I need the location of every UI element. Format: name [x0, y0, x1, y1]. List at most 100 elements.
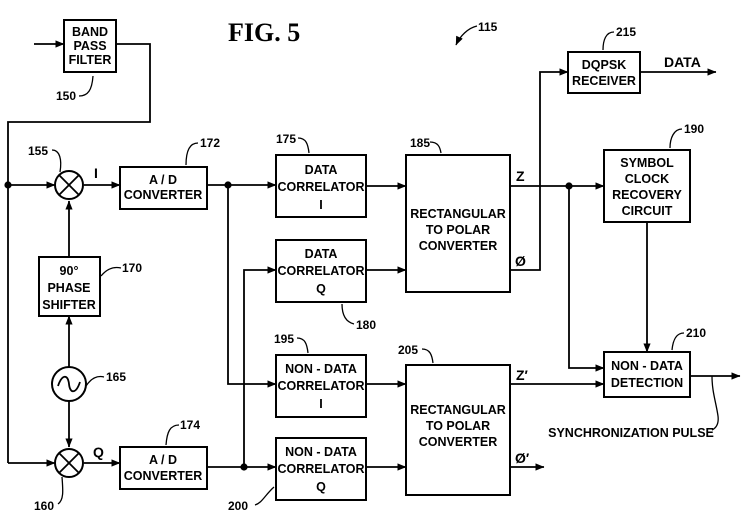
svg-text:90°: 90° — [60, 264, 79, 278]
ref-210-leader — [672, 333, 684, 350]
svg-text:A / D: A / D — [149, 453, 177, 467]
ref-115-pointer — [456, 26, 477, 45]
svg-text:DQPSK: DQPSK — [582, 58, 626, 72]
oscillator — [52, 367, 86, 401]
wire-i-to-nondata-corr-i — [228, 185, 276, 384]
ref-165-leader — [86, 377, 104, 386]
svg-text:DATA: DATA — [305, 163, 338, 177]
ad-converter-q-block: A / D CONVERTER — [120, 447, 207, 489]
ref-172: 172 — [200, 136, 220, 150]
signal-phi-label: Ø — [515, 253, 526, 269]
svg-text:DETECTION: DETECTION — [611, 376, 683, 390]
wire-z-to-nondata-detection — [569, 186, 604, 368]
mixer-i — [55, 171, 83, 199]
wire-q-to-corr-q — [244, 270, 276, 467]
ref-174-leader — [166, 425, 179, 445]
ref-210: 210 — [686, 326, 706, 340]
ref-170: 170 — [122, 261, 142, 275]
svg-text:FILTER: FILTER — [69, 53, 112, 67]
nondata-detection-block: NON - DATA DETECTION — [604, 352, 690, 397]
svg-text:RECOVERY: RECOVERY — [612, 188, 682, 202]
signal-phiprime-label: Ø′ — [515, 450, 530, 466]
svg-text:TO POLAR: TO POLAR — [426, 419, 490, 433]
svg-text:RECTANGULAR: RECTANGULAR — [410, 403, 506, 417]
svg-text:SHIFTER: SHIFTER — [42, 298, 95, 312]
ref-115: 115 — [478, 20, 498, 34]
signal-data-label: DATA — [664, 54, 701, 70]
svg-text:Q: Q — [316, 282, 326, 296]
ref-172-leader — [186, 143, 198, 165]
ref-170-leader — [101, 267, 121, 276]
ref-160-leader — [58, 477, 63, 504]
svg-text:CORRELATOR: CORRELATOR — [277, 462, 364, 476]
junction-dot — [224, 181, 231, 188]
svg-text:CORRELATOR: CORRELATOR — [277, 379, 364, 393]
svg-text:CLOCK: CLOCK — [625, 172, 669, 186]
ref-165: 165 — [106, 370, 126, 384]
ref-175-leader — [298, 138, 309, 153]
ref-174: 174 — [180, 418, 200, 432]
svg-text:CONVERTER: CONVERTER — [419, 435, 497, 449]
ref-185: 185 — [410, 136, 430, 150]
ref-150: 150 — [56, 89, 76, 103]
figure-title: FIG. 5 — [228, 18, 300, 47]
data-correlator-q-block: DATA CORRELATOR Q — [276, 240, 366, 302]
rect-polar-converter-1-block: RECTANGULAR TO POLAR CONVERTER — [406, 155, 510, 292]
svg-text:SYMBOL: SYMBOL — [620, 156, 674, 170]
ref-215: 215 — [616, 25, 636, 39]
ref-155-leader — [52, 150, 61, 172]
svg-text:CORRELATOR: CORRELATOR — [277, 180, 364, 194]
svg-text:A / D: A / D — [149, 173, 177, 187]
sync-pulse-label: SYNCHRONIZATION PULSE — [548, 426, 714, 440]
bpf-output-wire — [8, 44, 150, 463]
svg-text:CONVERTER: CONVERTER — [419, 239, 497, 253]
ref-200: 200 — [228, 499, 248, 513]
ref-175: 175 — [276, 132, 296, 146]
ref-205-leader — [422, 349, 433, 363]
svg-text:CORRELATOR: CORRELATOR — [277, 264, 364, 278]
band-pass-filter-block: BAND PASS FILTER — [64, 20, 116, 72]
ref-180: 180 — [356, 318, 376, 332]
ref-155: 155 — [28, 144, 48, 158]
ref-190: 190 — [684, 122, 704, 136]
junction-dot — [565, 182, 572, 189]
svg-text:NON - DATA: NON - DATA — [285, 362, 357, 376]
mixer-q — [55, 449, 83, 477]
svg-text:NON - DATA: NON - DATA — [611, 359, 683, 373]
svg-text:PHASE: PHASE — [47, 281, 90, 295]
dqpsk-receiver-block: DQPSK RECEIVER — [568, 52, 640, 93]
ref-160: 160 — [34, 499, 54, 513]
svg-text:PASS: PASS — [73, 39, 106, 53]
svg-text:I: I — [319, 198, 322, 212]
nondata-correlator-i-block: NON - DATA CORRELATOR I — [276, 355, 366, 417]
ad-converter-i-block: A / D CONVERTER — [120, 167, 207, 209]
svg-text:CIRCUIT: CIRCUIT — [622, 204, 673, 218]
svg-text:DATA: DATA — [305, 247, 338, 261]
signal-z-label: Z — [516, 168, 525, 184]
svg-text:BAND: BAND — [72, 25, 108, 39]
signal-i-label: I — [94, 165, 98, 181]
junction-dot — [4, 181, 11, 188]
ref-200-leader — [255, 487, 274, 505]
svg-text:RECEIVER: RECEIVER — [572, 74, 636, 88]
svg-text:CONVERTER: CONVERTER — [124, 188, 202, 202]
ref-185-leader — [430, 142, 441, 153]
svg-text:Q: Q — [316, 480, 326, 494]
ref-150-leader — [79, 76, 93, 96]
sync-pulse-leader — [712, 376, 718, 430]
data-correlator-i-block: DATA CORRELATOR I — [276, 155, 366, 217]
ref-195-leader — [297, 338, 308, 353]
svg-text:RECTANGULAR: RECTANGULAR — [410, 207, 506, 221]
nondata-correlator-q-block: NON - DATA CORRELATOR Q — [276, 438, 366, 500]
phase-shifter-block: 90° PHASE SHIFTER — [39, 257, 100, 316]
rect-polar-converter-2-block: RECTANGULAR TO POLAR CONVERTER — [406, 365, 510, 495]
ref-205: 205 — [398, 343, 418, 357]
svg-text:I: I — [319, 397, 322, 411]
ref-190-leader — [670, 129, 682, 148]
symbol-clock-recovery-block: SYMBOL CLOCK RECOVERY CIRCUIT — [604, 150, 690, 222]
ref-215-leader — [603, 32, 614, 50]
ref-195: 195 — [274, 332, 294, 346]
ref-180-leader — [342, 304, 354, 324]
svg-text:CONVERTER: CONVERTER — [124, 469, 202, 483]
